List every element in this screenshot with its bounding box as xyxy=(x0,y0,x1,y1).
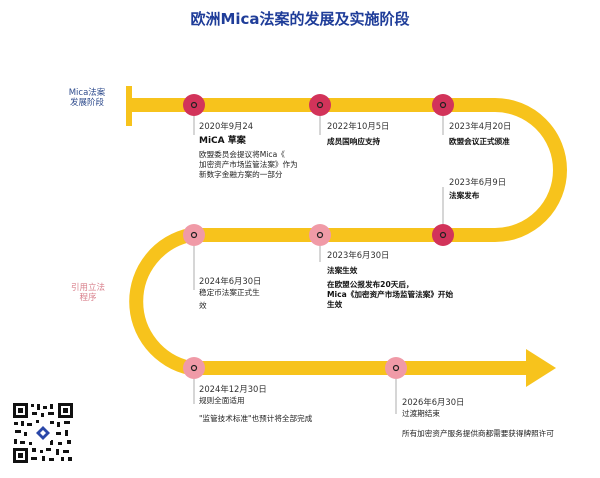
node-2026-06-30[interactable] xyxy=(385,357,407,379)
event-heading: MiCA 草案 xyxy=(199,136,246,146)
event-text: 所有加密资产服务提供商都需要获得牌照许可 xyxy=(402,429,554,438)
event-text: 在欧盟公报发布20天后， xyxy=(327,280,414,289)
event-date: 2024年6月30日 xyxy=(199,276,262,286)
event-text: "监管技术标准"也预计将全部完成 xyxy=(199,414,313,423)
event-text: Mica《加密资产市场监管法案》开始 xyxy=(327,290,454,299)
node-2024-06-30[interactable] xyxy=(183,224,205,246)
page-title: 欧洲Mica法案的发展及实施阶段 xyxy=(190,10,410,28)
event-date: 2023年6月30日 xyxy=(327,250,390,260)
event-text: 生效 xyxy=(327,300,343,309)
connector-lines xyxy=(193,116,444,414)
event-date: 2026年6月30日 xyxy=(402,397,465,407)
event-text: 效 xyxy=(199,301,207,310)
event-text: 新数字金融方案的一部分 xyxy=(199,170,283,179)
node-2023-06-09[interactable] xyxy=(432,224,454,246)
node-2023-04-20[interactable] xyxy=(432,94,454,116)
node-2022-10-05[interactable] xyxy=(309,94,331,116)
node-2024-12-30[interactable] xyxy=(183,357,205,379)
qr-code-icon xyxy=(12,402,74,464)
event-text: 成员国响应支持 xyxy=(327,137,381,146)
event-date: 2020年9月24 xyxy=(199,121,254,131)
node-2023-06-30[interactable] xyxy=(309,224,331,246)
event-date: 2024年12月30日 xyxy=(199,384,267,394)
event-text: 稳定币法案正式生 xyxy=(199,288,260,297)
event-date: 2023年6月9日 xyxy=(449,177,507,187)
event-text: 欧盟会议正式颁准 xyxy=(449,137,510,146)
event-text: 过渡期结束 xyxy=(402,409,440,418)
event-date: 2023年4月20日 xyxy=(449,121,512,131)
event-text: 法案发布 xyxy=(449,191,480,200)
section-label-development: Mica法案 发展阶段 xyxy=(58,88,116,108)
section-label-legislation: 引用立法 程序 xyxy=(62,283,114,303)
section-label-legislation-text: 引用立法 程序 xyxy=(70,283,105,303)
road-arrow-head xyxy=(526,349,556,387)
event-text: 法案生效 xyxy=(327,266,358,275)
section-label-development-text: Mica法案 发展阶段 xyxy=(68,88,106,108)
event-text: 加密资产市场监管法案》作为 xyxy=(199,160,298,169)
node-2020-09-24[interactable] xyxy=(183,94,205,116)
road-path xyxy=(129,98,567,375)
event-text: 欧盟委员会提议将Mica《 xyxy=(199,150,285,159)
event-date: 2022年10月5日 xyxy=(327,121,390,131)
event-text: 规则全面适用 xyxy=(199,396,245,405)
